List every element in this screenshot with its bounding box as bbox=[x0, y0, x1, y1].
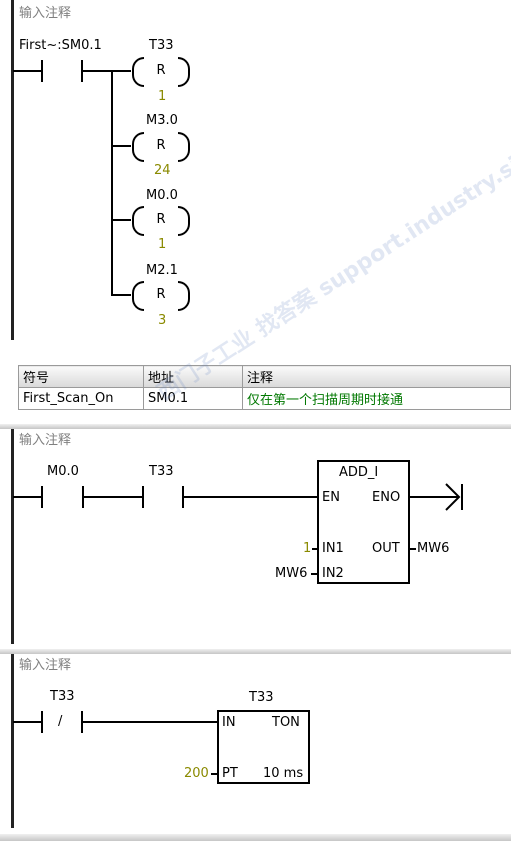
out-wire bbox=[410, 548, 416, 550]
contact-first-scan-left[interactable] bbox=[41, 60, 43, 82]
timer-type: TON bbox=[272, 715, 300, 730]
coil-count: 24 bbox=[154, 163, 171, 178]
pin-en: EN bbox=[322, 490, 340, 505]
symbol-cell: First_Scan_On bbox=[18, 387, 144, 410]
power-rail-1 bbox=[11, 0, 14, 340]
address-cell: SM0.1 bbox=[143, 387, 243, 410]
rung-wire bbox=[82, 721, 218, 723]
block-title: ADD_I bbox=[339, 465, 379, 480]
coil-operand: T33 bbox=[149, 38, 174, 53]
symbol-table-header: 符号 地址 注释 bbox=[18, 365, 511, 388]
coil-count: 3 bbox=[158, 313, 167, 328]
branch-wire bbox=[111, 219, 131, 221]
in1-value[interactable]: 1 bbox=[303, 541, 312, 556]
contact-m0-0-left[interactable] bbox=[41, 486, 43, 508]
out-value[interactable]: MW6 bbox=[417, 541, 450, 556]
header-address[interactable]: 地址 bbox=[143, 365, 243, 388]
pin-pt: PT bbox=[222, 766, 238, 781]
table-row[interactable]: First_Scan_On SM0.1 仅在第一个扫描周期时接通 bbox=[18, 387, 511, 410]
in2-value[interactable]: MW6 bbox=[275, 566, 308, 581]
symbol-table: 符号 地址 注释 First_Scan_On SM0.1 仅在第一个扫描周期时接… bbox=[18, 365, 511, 410]
comment-field-1[interactable]: 输入注释 bbox=[19, 6, 72, 21]
network-separator bbox=[0, 834, 511, 841]
rung-wire bbox=[83, 496, 142, 498]
contact-t33-left[interactable] bbox=[142, 486, 144, 508]
coil-count: 1 bbox=[158, 89, 167, 104]
branch-wire bbox=[111, 294, 131, 296]
network-separator bbox=[0, 424, 511, 429]
contact-t33-nc-left[interactable] bbox=[41, 711, 43, 733]
timer-base: 10 ms bbox=[263, 766, 304, 781]
power-rail-2 bbox=[11, 429, 14, 644]
comment-cell: 仅在第一个扫描周期时接通 bbox=[242, 387, 511, 410]
pin-out: OUT bbox=[372, 541, 400, 556]
branch-wire bbox=[111, 145, 131, 147]
eno-wire bbox=[410, 496, 458, 498]
rung-wire bbox=[82, 70, 131, 72]
comment-field-3[interactable]: 输入注释 bbox=[19, 658, 72, 673]
reset-coil-t33[interactable]: R bbox=[132, 57, 190, 87]
pin-in2: IN2 bbox=[322, 566, 344, 581]
header-comment[interactable]: 注释 bbox=[242, 365, 511, 388]
pin-eno: ENO bbox=[372, 490, 401, 505]
contact-label-t33: T33 bbox=[149, 464, 174, 479]
output-arrow-icon bbox=[445, 483, 463, 511]
pt-value[interactable]: 200 bbox=[184, 766, 209, 781]
reset-coil-m3-0[interactable]: R bbox=[132, 132, 190, 162]
rung-wire bbox=[13, 70, 41, 72]
reset-coil-m0-0[interactable]: R bbox=[132, 206, 190, 236]
power-rail-3 bbox=[11, 654, 14, 828]
coil-operand: M3.0 bbox=[146, 113, 178, 128]
add-i-block[interactable] bbox=[317, 460, 410, 584]
contact-label-first-scan: First~:SM0.1 bbox=[19, 38, 102, 53]
header-symbol[interactable]: 符号 bbox=[18, 365, 144, 388]
pin-in: IN bbox=[222, 715, 236, 730]
rung-wire bbox=[13, 496, 41, 498]
contact-label-t33-nc: T33 bbox=[50, 689, 75, 704]
rung-wire bbox=[13, 721, 41, 723]
contact-nc-symbol: / bbox=[58, 714, 63, 729]
watermark: 西门子工业 找答案 support.industry.siemens.com/c… bbox=[153, 57, 511, 406]
pt-wire bbox=[211, 773, 218, 775]
ton-timer-block[interactable] bbox=[217, 710, 310, 784]
reset-coil-m2-1[interactable]: R bbox=[132, 281, 190, 311]
network-separator bbox=[0, 649, 511, 654]
timer-name: T33 bbox=[249, 690, 274, 705]
coil-count: 1 bbox=[158, 237, 167, 252]
rung-wire bbox=[183, 496, 319, 498]
in2-wire bbox=[311, 573, 318, 575]
branch-wire bbox=[111, 70, 113, 295]
in1-wire bbox=[312, 548, 318, 550]
comment-field-2[interactable]: 输入注释 bbox=[19, 433, 72, 448]
pin-in1: IN1 bbox=[322, 541, 344, 556]
coil-operand: M0.0 bbox=[146, 188, 178, 203]
contact-label-m0-0: M0.0 bbox=[47, 464, 79, 479]
coil-operand: M2.1 bbox=[146, 263, 178, 278]
